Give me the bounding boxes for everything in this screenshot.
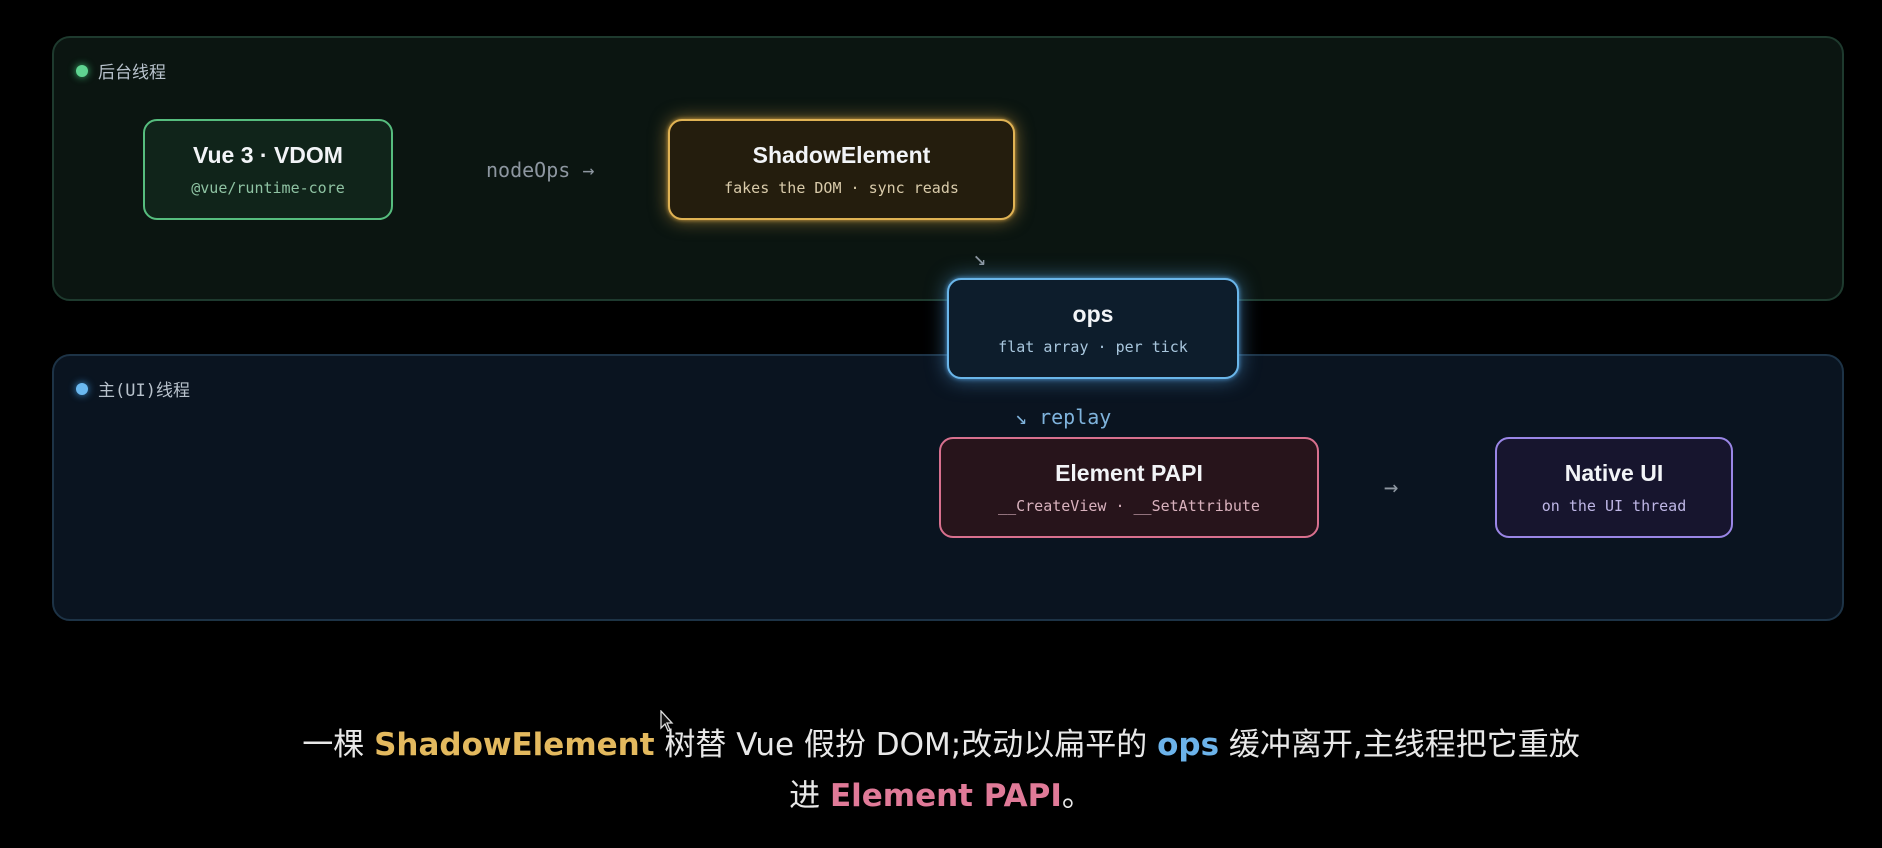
caption-text: 缓冲离开,主线程把它重放	[1219, 727, 1580, 763]
caption-line-2: 进 Element PAPI。	[0, 771, 1882, 822]
element-papi-node: Element PAPI __CreateView · __SetAttribu…	[939, 437, 1319, 538]
blue-dot-icon	[76, 382, 88, 395]
vue-vdom-title: Vue 3 · VDOM	[193, 142, 343, 168]
shadow-element-title: ShadowElement	[752, 142, 931, 168]
caption-text: 进	[789, 778, 830, 814]
ops-title: ops	[1072, 301, 1114, 327]
native-ui-title: Native UI	[1564, 460, 1664, 486]
caption-highlight-shadow-element: ShadowElement	[374, 727, 655, 763]
nodeops-arrow-label: nodeOps →	[486, 158, 595, 182]
papi-to-native-arrow-icon: →	[1384, 473, 1399, 501]
native-ui-node: Native UI on the UI thread	[1495, 437, 1733, 538]
replay-arrow-label: ↘ replay	[1015, 405, 1112, 429]
vue-vdom-node: Vue 3 · VDOM @vue/runtime-core	[143, 119, 393, 220]
main-thread-label-text: 主(UI)线程	[98, 381, 190, 401]
shadow-element-subtitle: fakes the DOM · sync reads	[724, 179, 959, 197]
background-thread-label-text: 后台线程	[98, 63, 166, 83]
caption-subtitle: 一棵 ShadowElement 树替 Vue 假扮 DOM;改动以扁平的 op…	[0, 720, 1882, 822]
native-ui-subtitle: on the UI thread	[1541, 497, 1687, 515]
element-papi-subtitle: __CreateView · __SetAttribute	[998, 497, 1260, 515]
green-dot-icon	[76, 64, 88, 77]
caption-text: 一棵	[302, 727, 375, 763]
mouse-cursor-icon	[660, 709, 676, 738]
vue-vdom-subtitle: @vue/runtime-core	[191, 179, 345, 197]
caption-text: 。	[1061, 778, 1093, 814]
caption-highlight-ops: ops	[1157, 727, 1220, 763]
main-thread-label: 主(UI)线程	[76, 376, 190, 401]
caption-text: 树替 Vue 假扮 DOM;改动以扁平的	[654, 727, 1158, 763]
caption-highlight-element-papi: Element PAPI	[829, 778, 1062, 814]
shadow-to-ops-arrow-icon: ↘	[973, 246, 987, 271]
shadow-element-node: ShadowElement fakes the DOM · sync reads	[668, 119, 1015, 220]
element-papi-title: Element PAPI	[1055, 460, 1203, 486]
ops-subtitle: flat array · per tick	[998, 338, 1188, 356]
background-thread-label: 后台线程	[76, 58, 166, 83]
caption-line-1: 一棵 ShadowElement 树替 Vue 假扮 DOM;改动以扁平的 op…	[0, 720, 1882, 771]
ops-node: ops flat array · per tick	[947, 278, 1239, 379]
